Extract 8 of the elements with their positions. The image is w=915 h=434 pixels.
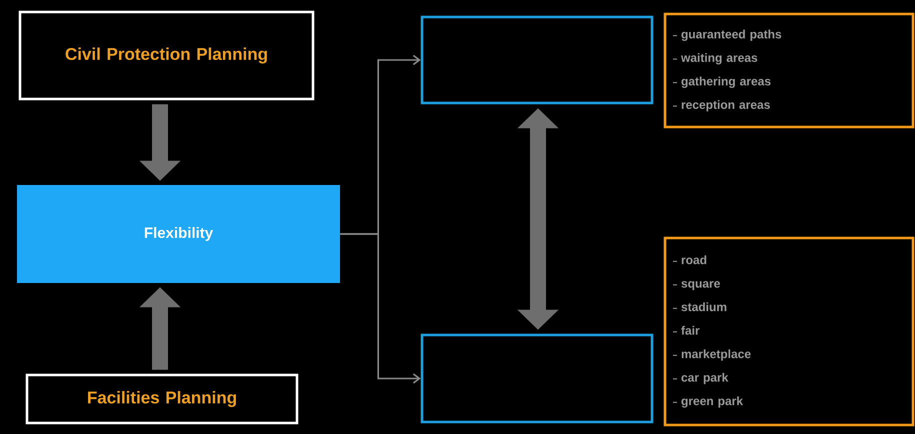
empty-box <box>420 334 654 424</box>
list-box: guaranteed paths waiting areas gathering areas reception areas <box>664 12 914 128</box>
list-box: road square stadium fair marketplace car park green park <box>664 236 914 426</box>
connector-arrow <box>340 233 421 384</box>
title-box: Civil Protection Planning <box>18 10 314 100</box>
process-box: Flexibility <box>17 185 340 283</box>
empty-box <box>420 16 654 104</box>
title-box: Facilities Planning <box>26 374 298 424</box>
